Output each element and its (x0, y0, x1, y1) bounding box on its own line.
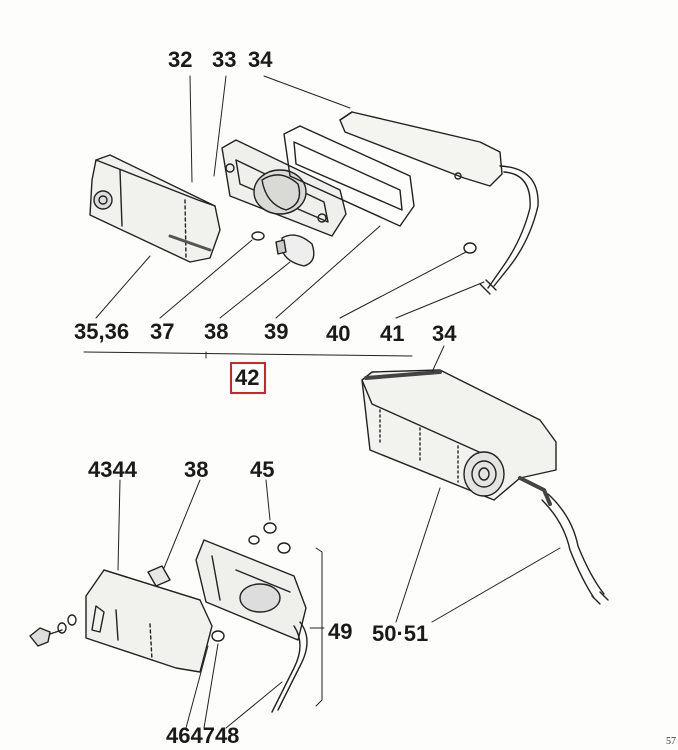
callout-42: 42 (235, 365, 260, 390)
callout-37: 37 (150, 319, 175, 344)
callout-34-right: 34 (432, 321, 457, 346)
lamp-base-plate (221, 139, 347, 237)
callout-34-upper: 34 (248, 47, 273, 72)
callout-43-44: 4344 (88, 457, 137, 482)
callout-32: 32 (168, 47, 193, 72)
page-number: 57 (666, 736, 676, 747)
callout-45: 45 (250, 457, 275, 482)
callout-33: 33 (212, 47, 237, 72)
washer-40 (463, 242, 477, 254)
callout-38-lower: 38 (184, 457, 209, 482)
gasket-frame (283, 125, 415, 227)
nuts-lower (248, 522, 291, 554)
lens-housing-upper (89, 154, 221, 263)
lamp-assembly-right (361, 369, 557, 506)
cable-right (541, 493, 609, 605)
callout-39: 39 (264, 319, 289, 344)
callout-50-51: 50·51 (372, 621, 429, 646)
lens-housing-lower (85, 569, 213, 673)
lamp-base-lower (195, 539, 307, 641)
callout-46-47-48: 464748 (166, 723, 240, 748)
outer-housing-upper (339, 111, 503, 187)
callout-41: 41 (380, 321, 405, 346)
callout-42-highlight (230, 362, 266, 394)
bulb-lower (147, 565, 171, 587)
cable-upper (479, 165, 539, 295)
bracket-49 (315, 547, 323, 707)
callout-35-36: 35,36 (74, 319, 130, 344)
callout-40: 40 (326, 321, 351, 346)
leader-lines-upper (83, 75, 485, 359)
bulb-and-washer-upper (251, 231, 315, 267)
leader-lines-lower (117, 479, 325, 729)
callout-49: 49 (328, 619, 353, 644)
callout-38-upper: 38 (204, 319, 229, 344)
cable-lower (271, 621, 308, 713)
washer-lower (211, 630, 225, 642)
screws-lower (29, 614, 77, 647)
leader-lines-right (395, 345, 561, 623)
